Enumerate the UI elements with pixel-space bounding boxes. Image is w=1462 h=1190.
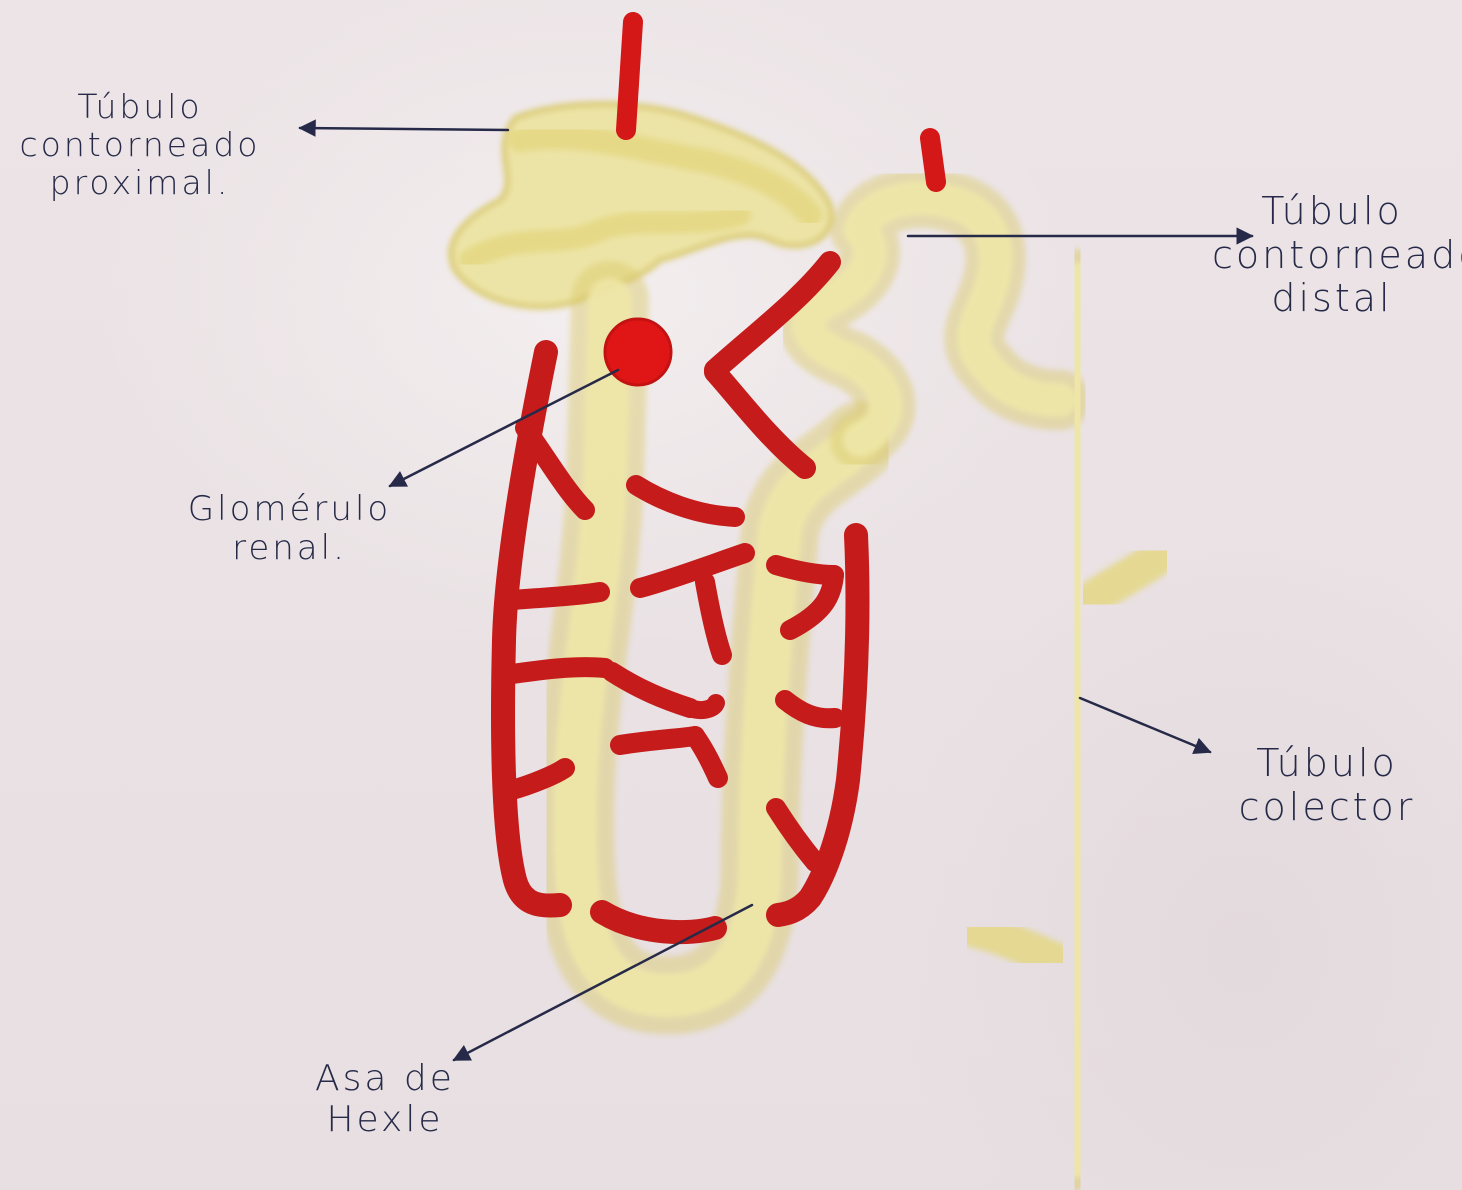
capillary — [705, 582, 722, 655]
label-collecting-tubule: Túbulo colector — [1222, 742, 1432, 829]
capillary — [690, 703, 716, 710]
label-line: Glomérulo — [182, 490, 397, 529]
capillary — [785, 700, 835, 718]
label-line: Hexle — [285, 1099, 485, 1140]
label-proximal-tubule: Túbulo contorneado proximal. — [10, 88, 270, 202]
label-line: Túbulo — [1212, 190, 1452, 234]
label-line: proximal. — [10, 164, 270, 202]
label-line: distal — [1212, 277, 1452, 321]
label-loop-of-henle: Asa de Hexle — [285, 1058, 485, 1141]
capillary — [640, 553, 745, 588]
efferent-branch — [715, 372, 805, 468]
proximal-tubule — [451, 104, 832, 307]
capillary — [620, 736, 695, 745]
capillary — [612, 672, 690, 708]
label-distal-tubule: Túbulo contorneado distal — [1212, 190, 1452, 321]
efferent-vessel-top — [930, 138, 936, 182]
afferent-vessel — [626, 22, 633, 130]
capillary — [636, 485, 735, 517]
glomerulus — [605, 319, 671, 385]
label-line: contorneado — [1212, 234, 1452, 278]
label-line: colector — [1222, 786, 1432, 830]
capillary — [505, 667, 605, 675]
arrow-proximal — [300, 128, 508, 130]
capillary — [695, 736, 718, 778]
label-line: Asa de — [285, 1058, 485, 1099]
capillary — [510, 592, 600, 600]
label-glomerulus: Glomérulo renal. — [182, 490, 397, 568]
label-line: contorneado — [10, 126, 270, 164]
label-line: Túbulo — [10, 88, 270, 126]
label-line: renal. — [182, 529, 397, 568]
bottom-vessel — [602, 912, 715, 932]
label-line: Túbulo — [1222, 742, 1432, 786]
